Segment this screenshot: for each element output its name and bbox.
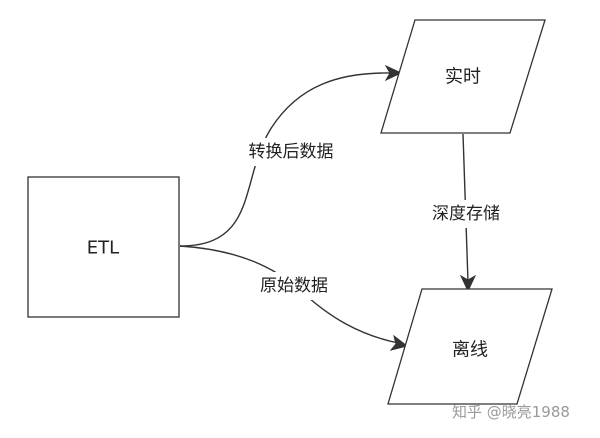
edge-label-raw: 原始数据 [260,276,328,296]
edge-label-group-deep-storage: 深度存储 [418,200,514,228]
node-offline-parallelogram [387,288,553,405]
node-realtime-label: 实时 [445,67,481,88]
edge-label-group-raw: 原始数据 [246,272,342,300]
edge-etl-to-realtime [179,64,403,247]
arrow-head-offline-from-realtime [459,274,477,293]
node-etl: ETL [27,176,180,318]
node-offline: 离线 [387,288,553,405]
node-etl-box [27,176,180,318]
edge-line-transformed [179,72,393,247]
arrow-head-offline-from-etl [389,334,409,351]
edge-label-deep-storage: 深度存储 [432,204,500,224]
node-etl-label: ETL [87,238,119,259]
arrow-head-realtime [384,64,403,82]
node-realtime: 实时 [380,19,546,134]
node-realtime-parallelogram [380,19,546,134]
edge-label-group-transformed: 转换后数据 [232,138,350,166]
edge-label-transformed: 转换后数据 [249,142,334,162]
node-offline-label: 离线 [452,340,488,361]
watermark-text: 知乎 @晓亮1988 [452,403,570,421]
